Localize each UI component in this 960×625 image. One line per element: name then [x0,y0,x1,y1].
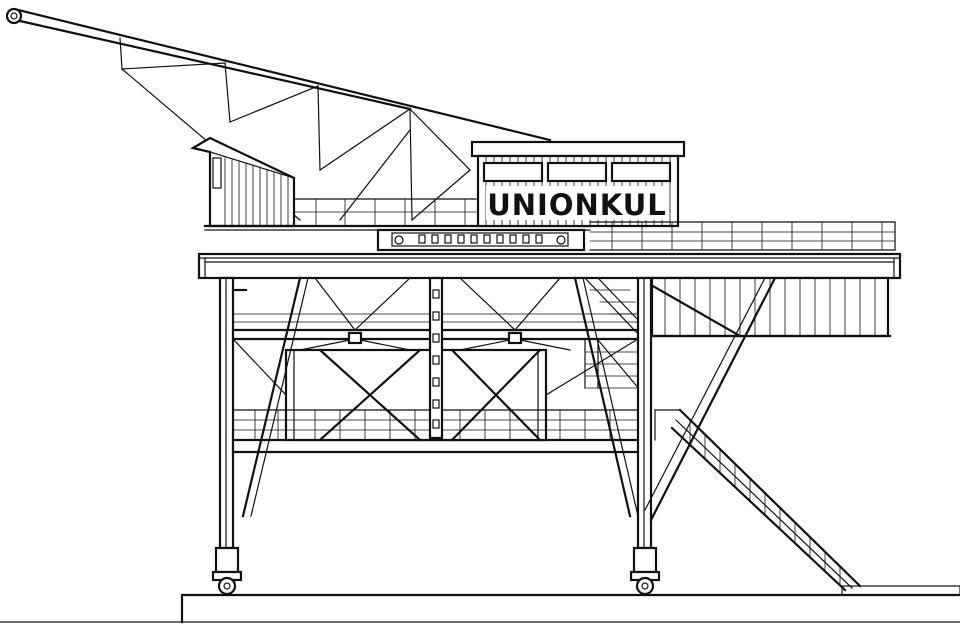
cross-bracing [231,276,639,518]
side-gallery [643,276,892,338]
central-ladder [428,276,444,440]
cabin-window [546,161,608,183]
sign-text: UNIONKUL [487,188,667,222]
right-wheel-bogie [629,546,661,596]
gallery-strut [644,276,777,522]
main-girder [197,252,902,280]
exterior-stair [654,408,862,592]
left-wheel-bogie [211,546,243,596]
internal-stair [584,277,641,391]
operator-cabin: UNIONKUL [470,140,686,228]
trolley [376,228,586,252]
cabin-window [610,161,672,183]
portal-frame [218,276,653,550]
right-platform-railing [589,221,896,251]
machinery-house [190,136,296,228]
cabin-window [482,161,544,183]
ground-line [0,585,960,624]
